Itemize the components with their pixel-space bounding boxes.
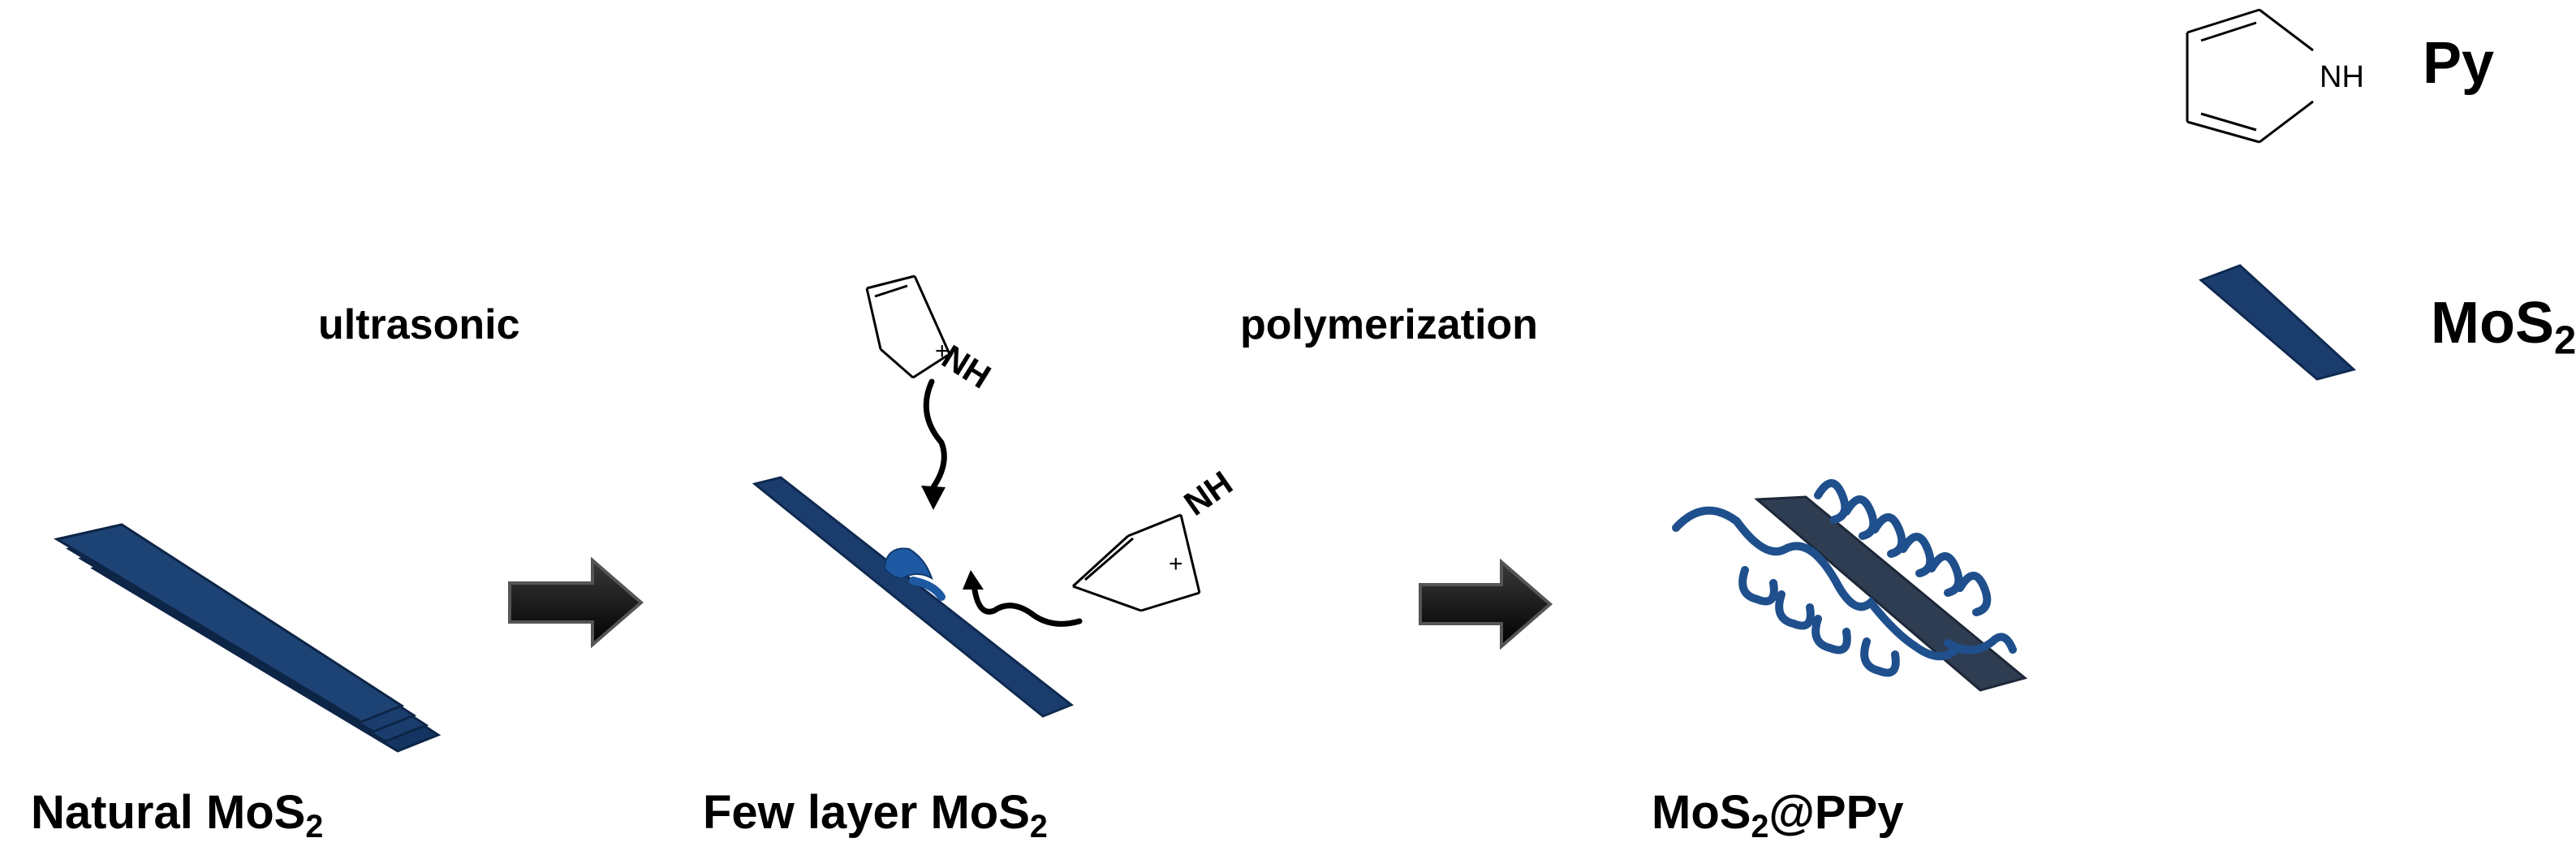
process-arrow-2 — [1419, 558, 1553, 650]
caption-few-layer-mos2: Few layer MoS2 — [703, 789, 1048, 843]
attack-arrow-top — [921, 378, 947, 510]
legend-py-label: Py — [2423, 31, 2495, 96]
caption-few-subscript: 2 — [1029, 809, 1048, 845]
process-arrow-1 — [508, 556, 644, 649]
caption-composite-text: MoS — [1652, 786, 1751, 839]
natural-mos2-stack — [54, 523, 442, 753]
right-ring-charge: + — [1169, 551, 1183, 577]
legend-mos2-label: MoS2 — [2431, 294, 2576, 361]
step-label-polymerization: polymerization — [1240, 301, 1538, 348]
caption-natural-subscript: 2 — [305, 809, 324, 845]
legend-mos2-subscript: 2 — [2553, 318, 2576, 363]
attack-arrow-right — [963, 570, 1083, 627]
top-ring-charge: + — [935, 338, 950, 365]
legend-py-nh: NH — [2320, 60, 2364, 94]
mos2-layer — [54, 523, 405, 724]
pyrrolium-top — [865, 274, 951, 379]
caption-few-text: Few layer MoS — [703, 786, 1030, 839]
step-label-ultrasonic: ultrasonic — [318, 301, 520, 348]
legend-py-structure — [2186, 8, 2314, 144]
mos2-ppy-composite — [1672, 479, 2028, 692]
legend-mos2-text: MoS — [2431, 291, 2554, 356]
legend-mos2-sheet — [2199, 264, 2357, 381]
few-layer-mos2-sheet — [752, 476, 1074, 718]
ppy-chains — [1672, 479, 2017, 677]
caption-mos2-ppy: MoS2@PPy — [1652, 789, 1904, 843]
pyrrolium-right — [1071, 513, 1201, 612]
caption-composite-suffix: @PPy — [1768, 786, 1904, 839]
adsorbed-py-blob — [883, 547, 933, 581]
caption-composite-subscript: 2 — [1751, 809, 1769, 845]
caption-natural-mos2: Natural MoS2 — [31, 789, 323, 843]
caption-natural-text: Natural MoS — [31, 786, 306, 839]
